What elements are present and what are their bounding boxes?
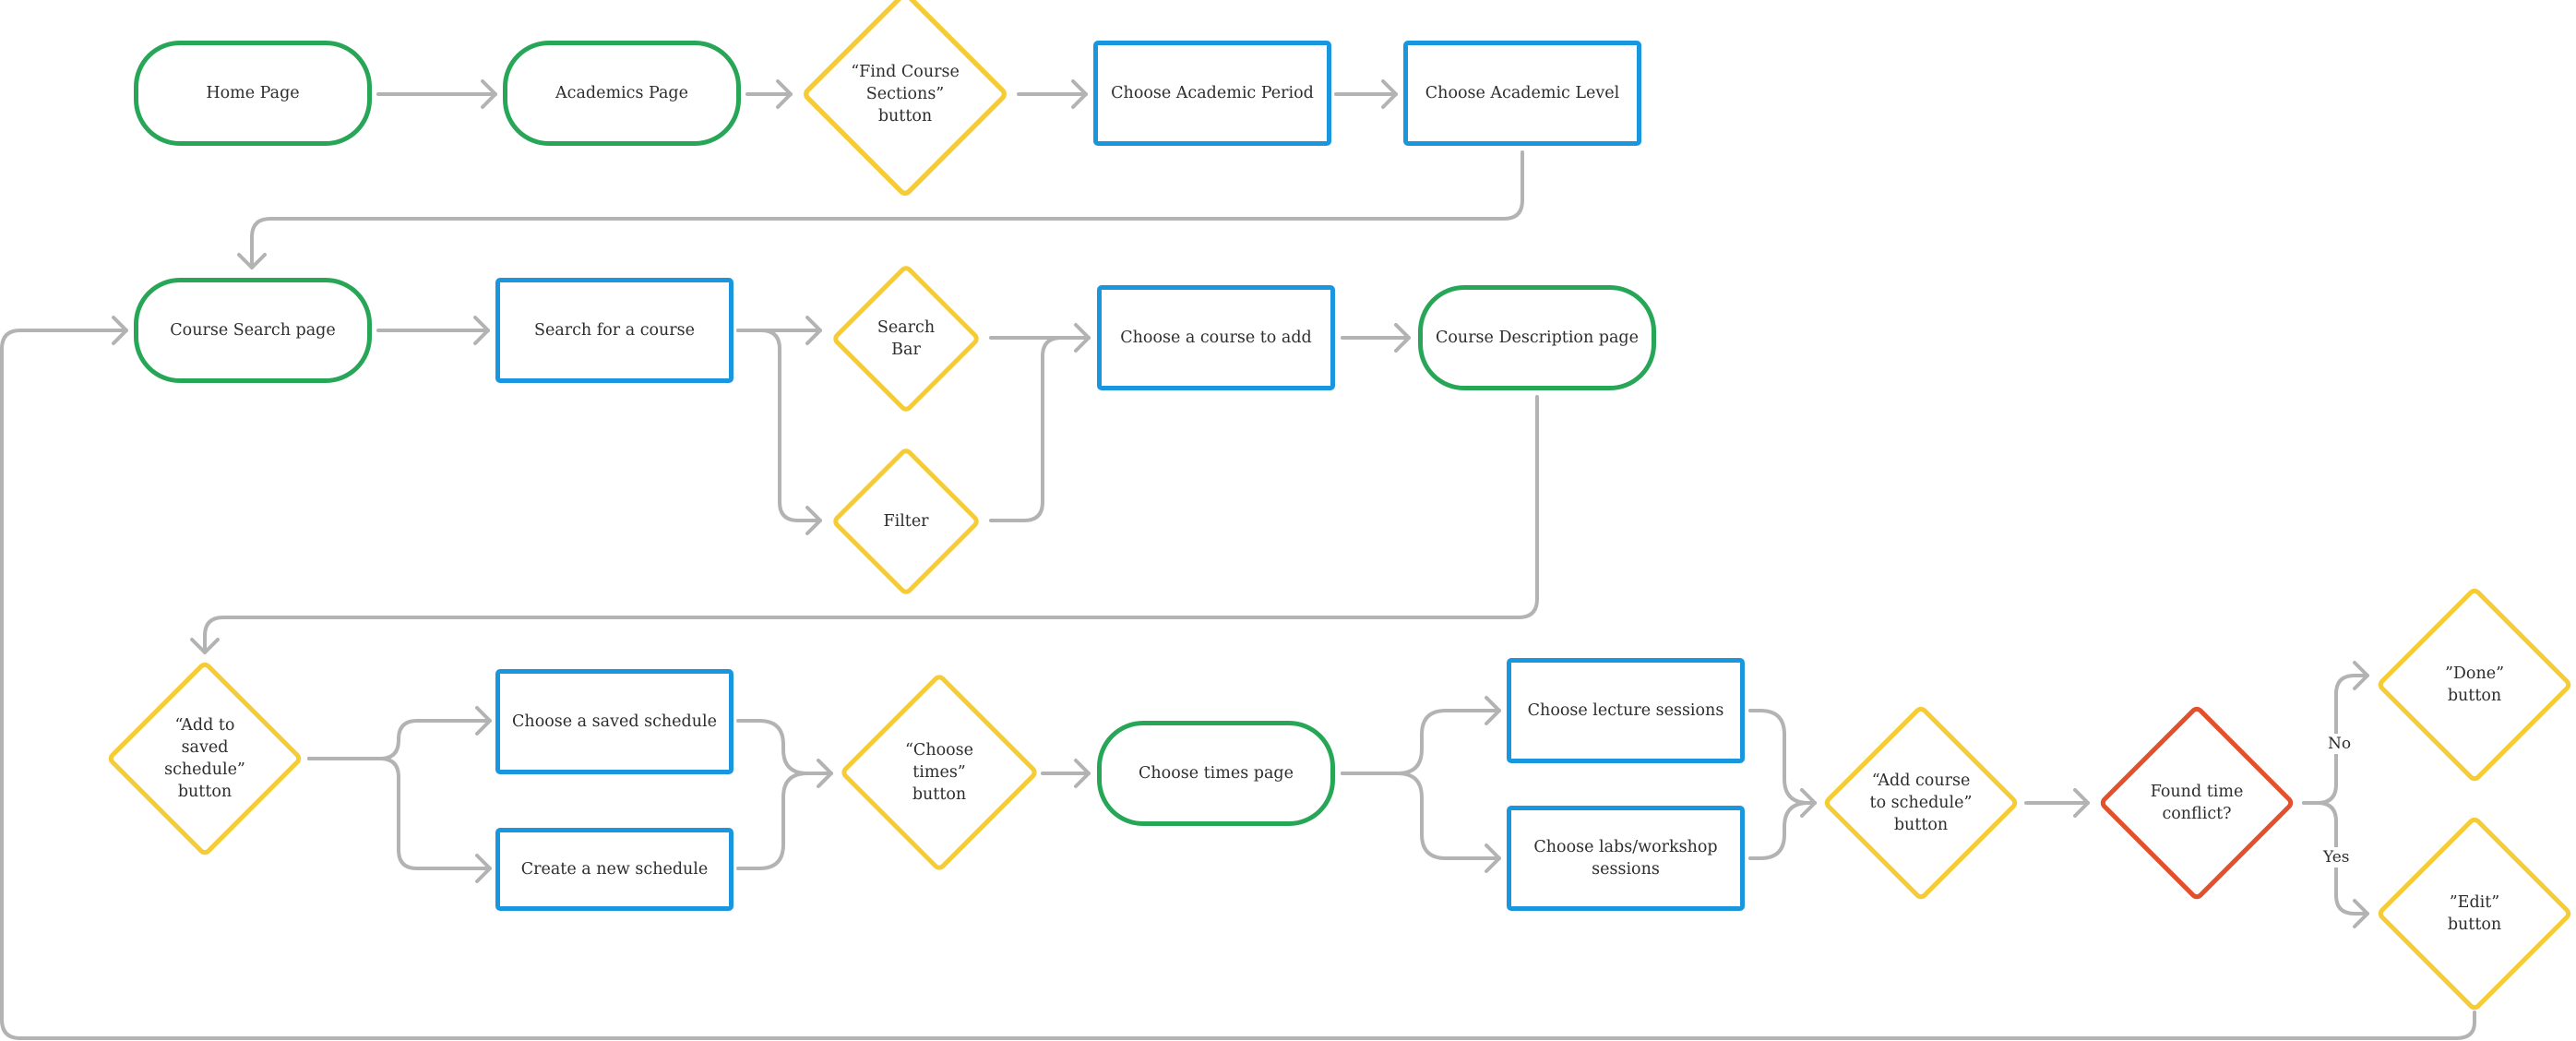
node-create-new-schedule: Create a new schedule <box>495 828 733 911</box>
terminal-shape <box>1418 285 1656 390</box>
process-shape <box>1097 285 1335 390</box>
node-label: Choose Academic Period <box>1111 84 1314 102</box>
terminal-shape <box>134 278 372 383</box>
arrowhead-layer <box>112 79 2369 928</box>
node-label: Choose a saved schedule <box>512 712 717 731</box>
node-label: ”Done” button <box>2444 664 2505 705</box>
node-search-for-course: Search for a course <box>495 278 733 383</box>
node-label: “Add course to schedule” button <box>1869 772 1973 834</box>
node-label: Found time conflict? <box>2150 783 2244 823</box>
node-label: Choose Academic Level <box>1425 84 1620 102</box>
node-choose-saved-schedule: Choose a saved schedule <box>495 669 733 774</box>
node-find-course-sections-button: “Find Course Sections” button <box>796 0 1014 199</box>
node-course-description-page: Course Description page <box>1418 285 1656 390</box>
node-add-to-saved-schedule-button: “Add to saved schedule” button <box>103 659 306 858</box>
arrowhead <box>817 759 833 788</box>
edge-lecture-to-add <box>1748 709 1817 805</box>
node-academics-page: Academics Page <box>503 41 741 146</box>
arrowhead <box>1074 323 1091 353</box>
node-choose-labs-workshop-sessions: Choose labs/workshop sessions <box>1507 806 1745 911</box>
arrowhead <box>473 316 490 345</box>
node-label: Academics Page <box>555 84 688 102</box>
node-label: Choose a course to add <box>1120 329 1312 347</box>
edge-add-saved-to-new <box>307 757 492 870</box>
arrowhead <box>481 79 497 109</box>
arrowhead <box>805 316 822 345</box>
node-label: “Choose times” button <box>904 741 974 804</box>
edge-level-to-search-page <box>250 150 1524 269</box>
process-shape <box>1093 41 1331 146</box>
node-filter: Filter <box>827 443 985 600</box>
node-choose-lecture-sessions: Choose lecture sessions <box>1507 658 1745 763</box>
terminal-shape <box>1097 721 1335 826</box>
arrowhead <box>1394 323 1411 353</box>
node-found-time-conflict: Found time conflict? <box>2095 703 2298 903</box>
node-search-bar: Search Bar <box>827 262 985 415</box>
process-shape <box>1403 41 1641 146</box>
arrowhead <box>776 79 793 109</box>
edge-new-to-times <box>736 772 833 870</box>
process-shape <box>495 669 733 774</box>
node-choose-academic-level: Choose Academic Level <box>1403 41 1641 146</box>
node-choose-times-page: Choose times page <box>1097 721 1335 826</box>
node-choose-course-to-add: Choose a course to add <box>1097 285 1335 390</box>
node-label: Home Page <box>206 84 300 102</box>
process-shape <box>495 828 733 911</box>
arrowhead <box>805 506 822 535</box>
node-course-search-page: Course Search page <box>134 278 372 383</box>
edge-label-yes: Yes <box>2320 847 2353 868</box>
arrowhead <box>2073 788 2090 818</box>
edge-label-no: No <box>2325 734 2355 754</box>
edge-page-to-lecture <box>1341 709 1501 775</box>
arrowhead <box>1071 79 1088 109</box>
node-label: Choose times page <box>1139 764 1294 783</box>
arrowhead <box>1074 759 1091 788</box>
edge-search-to-filter <box>736 329 822 522</box>
arrowhead <box>1800 788 1817 818</box>
node-label: Choose labs/workshop sessions <box>1533 838 1718 879</box>
arrowhead <box>112 316 128 345</box>
arrowhead <box>475 706 492 736</box>
node-label: Filter <box>883 512 929 531</box>
node-label: Create a new schedule <box>520 860 709 879</box>
arrowhead <box>475 854 492 883</box>
node-label: Course Search page <box>170 321 336 340</box>
edge-add-saved-to-saved <box>307 719 492 760</box>
process-shape <box>495 278 733 383</box>
node-label: Choose lecture sessions <box>1527 701 1724 720</box>
arrowhead <box>2353 899 2369 928</box>
arrowhead <box>1485 696 1501 725</box>
node-home-page: Home Page <box>134 41 372 146</box>
node-label: Search for a course <box>533 321 696 340</box>
edge-filter-to-choose <box>989 336 1091 522</box>
node-choose-times-button: “Choose times” button <box>837 672 1042 873</box>
terminal-shape <box>134 41 372 146</box>
node-label: Search Bar <box>877 318 936 359</box>
node-choose-academic-period: Choose Academic Period <box>1093 41 1331 146</box>
arrowhead <box>1381 79 1398 109</box>
edge-labs-to-add <box>1748 801 1817 860</box>
arrowhead <box>237 253 267 269</box>
node-add-course-to-schedule-button: “Add course to schedule” button <box>1820 703 2021 903</box>
edge-page-to-labs <box>1341 772 1501 860</box>
node-edit-button: ”Edit” button <box>2373 814 2576 1013</box>
node-label: “Add to saved schedule” button <box>164 716 245 801</box>
node-done-button: ”Done” button <box>2373 585 2576 784</box>
arrowhead <box>2353 661 2369 690</box>
process-shape <box>1507 658 1745 763</box>
arrowhead <box>1485 844 1501 873</box>
node-label: ”Edit” button <box>2447 893 2502 934</box>
edge-desc-to-add-saved <box>203 395 1539 654</box>
node-label: “Find Course Sections” button <box>851 63 960 126</box>
edge-edit-loop-to-search-page <box>0 329 2476 1040</box>
arrowhead <box>190 638 220 654</box>
edge-saved-to-times <box>736 719 833 775</box>
node-label: Course Description page <box>1436 329 1639 347</box>
terminal-shape <box>503 41 741 146</box>
process-shape <box>1507 806 1745 911</box>
